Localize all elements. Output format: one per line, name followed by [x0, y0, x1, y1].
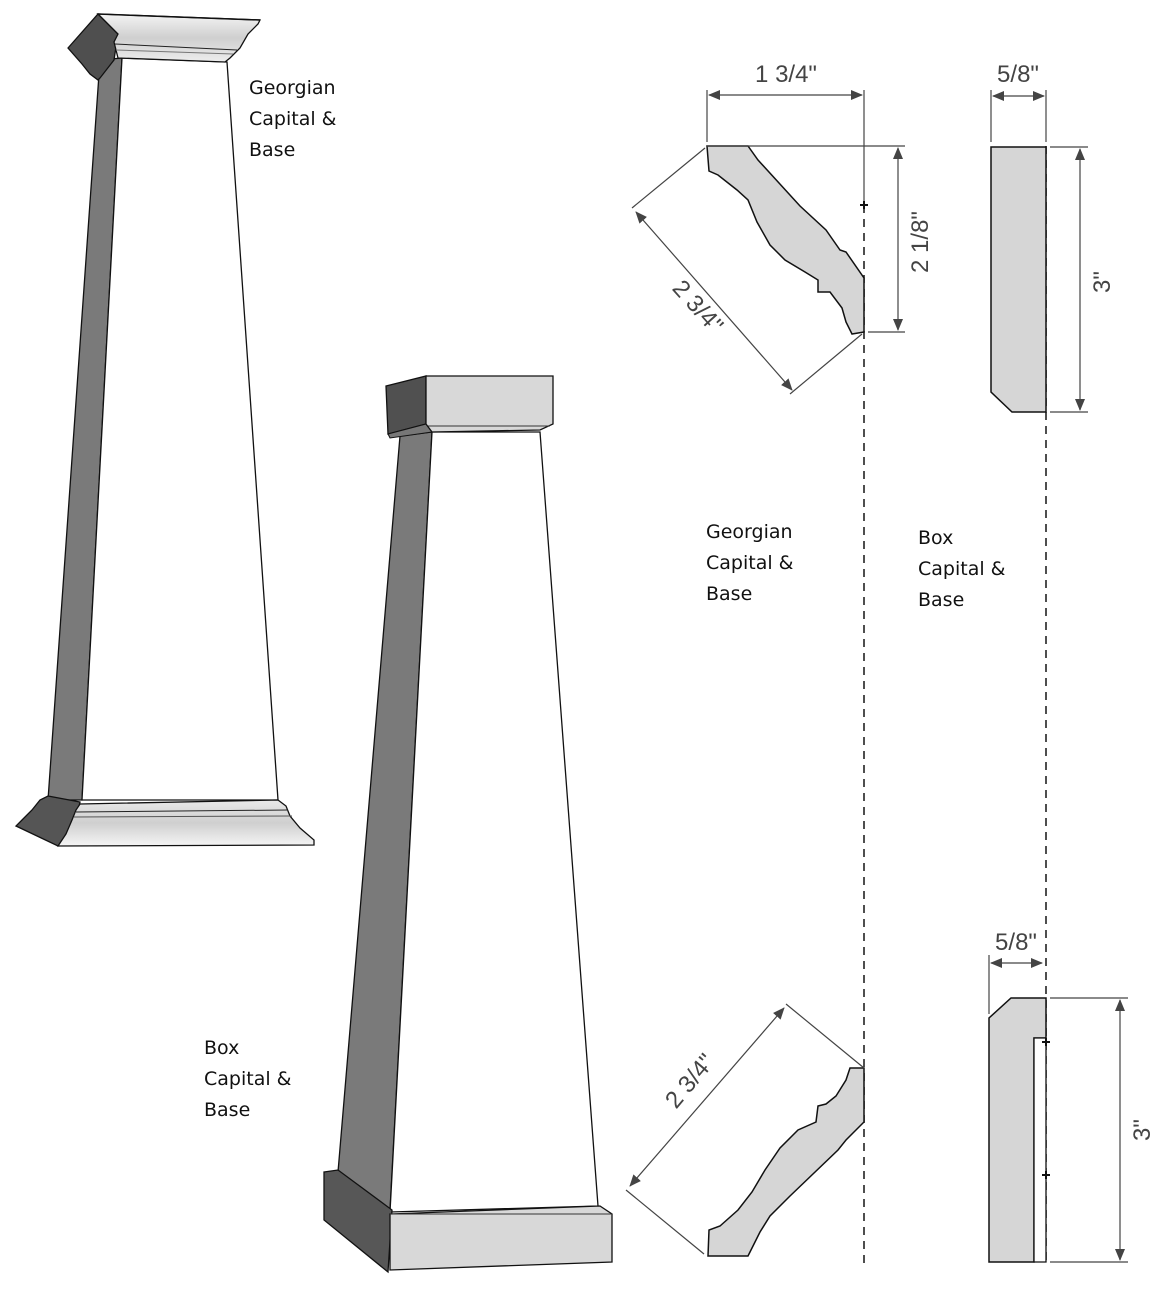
georgian-base-face	[56, 799, 315, 847]
label-line: Box	[918, 527, 954, 549]
dim-box-base-height: 3"	[1129, 1119, 1156, 1141]
dim-georgian-capital-width: 1 3/4"	[755, 61, 817, 88]
label-line: Georgian	[706, 521, 793, 543]
box-capital-face	[425, 375, 554, 433]
box-base-profile: 5/8" 3"	[988, 929, 1156, 1263]
georgian-column-illustration	[14, 13, 315, 847]
label-line: Capital &	[249, 108, 337, 130]
dim-georgian-capital-height: 2 1/8"	[907, 211, 934, 273]
label-line: Base	[706, 583, 753, 605]
label-georgian-column: Georgian Capital & Base	[249, 73, 336, 166]
label-box-profile: Box Capital & Base	[918, 523, 1005, 616]
georgian-capital-profile: 1 3/4" 2 1/8" 2 3/4"	[631, 61, 934, 395]
label-line: Box	[204, 1037, 240, 1059]
box-base-face	[389, 1205, 613, 1271]
georgian-base-profile: 2 3/4"	[625, 1003, 865, 1257]
box-column-illustration	[323, 375, 613, 1274]
dim-box-capital-width: 5/8"	[997, 61, 1039, 88]
georgian-capital-face	[96, 13, 262, 63]
label-line: Capital &	[204, 1068, 292, 1090]
label-line: Base	[249, 139, 296, 161]
label-line: Capital &	[918, 558, 1006, 580]
label-line: Base	[204, 1099, 251, 1121]
dim-georgian-base-diagonal: 2 3/4"	[660, 1049, 720, 1114]
label-georgian-profile: Georgian Capital & Base	[706, 517, 793, 610]
label-line: Base	[918, 589, 965, 611]
label-box-column: Box Capital & Base	[204, 1033, 291, 1126]
label-line: Georgian	[249, 77, 336, 99]
dim-box-capital-height: 3"	[1089, 271, 1116, 293]
label-line: Capital &	[706, 552, 794, 574]
box-capital-profile: 5/8" 3"	[990, 61, 1116, 413]
dim-box-base-width: 5/8"	[995, 929, 1037, 956]
